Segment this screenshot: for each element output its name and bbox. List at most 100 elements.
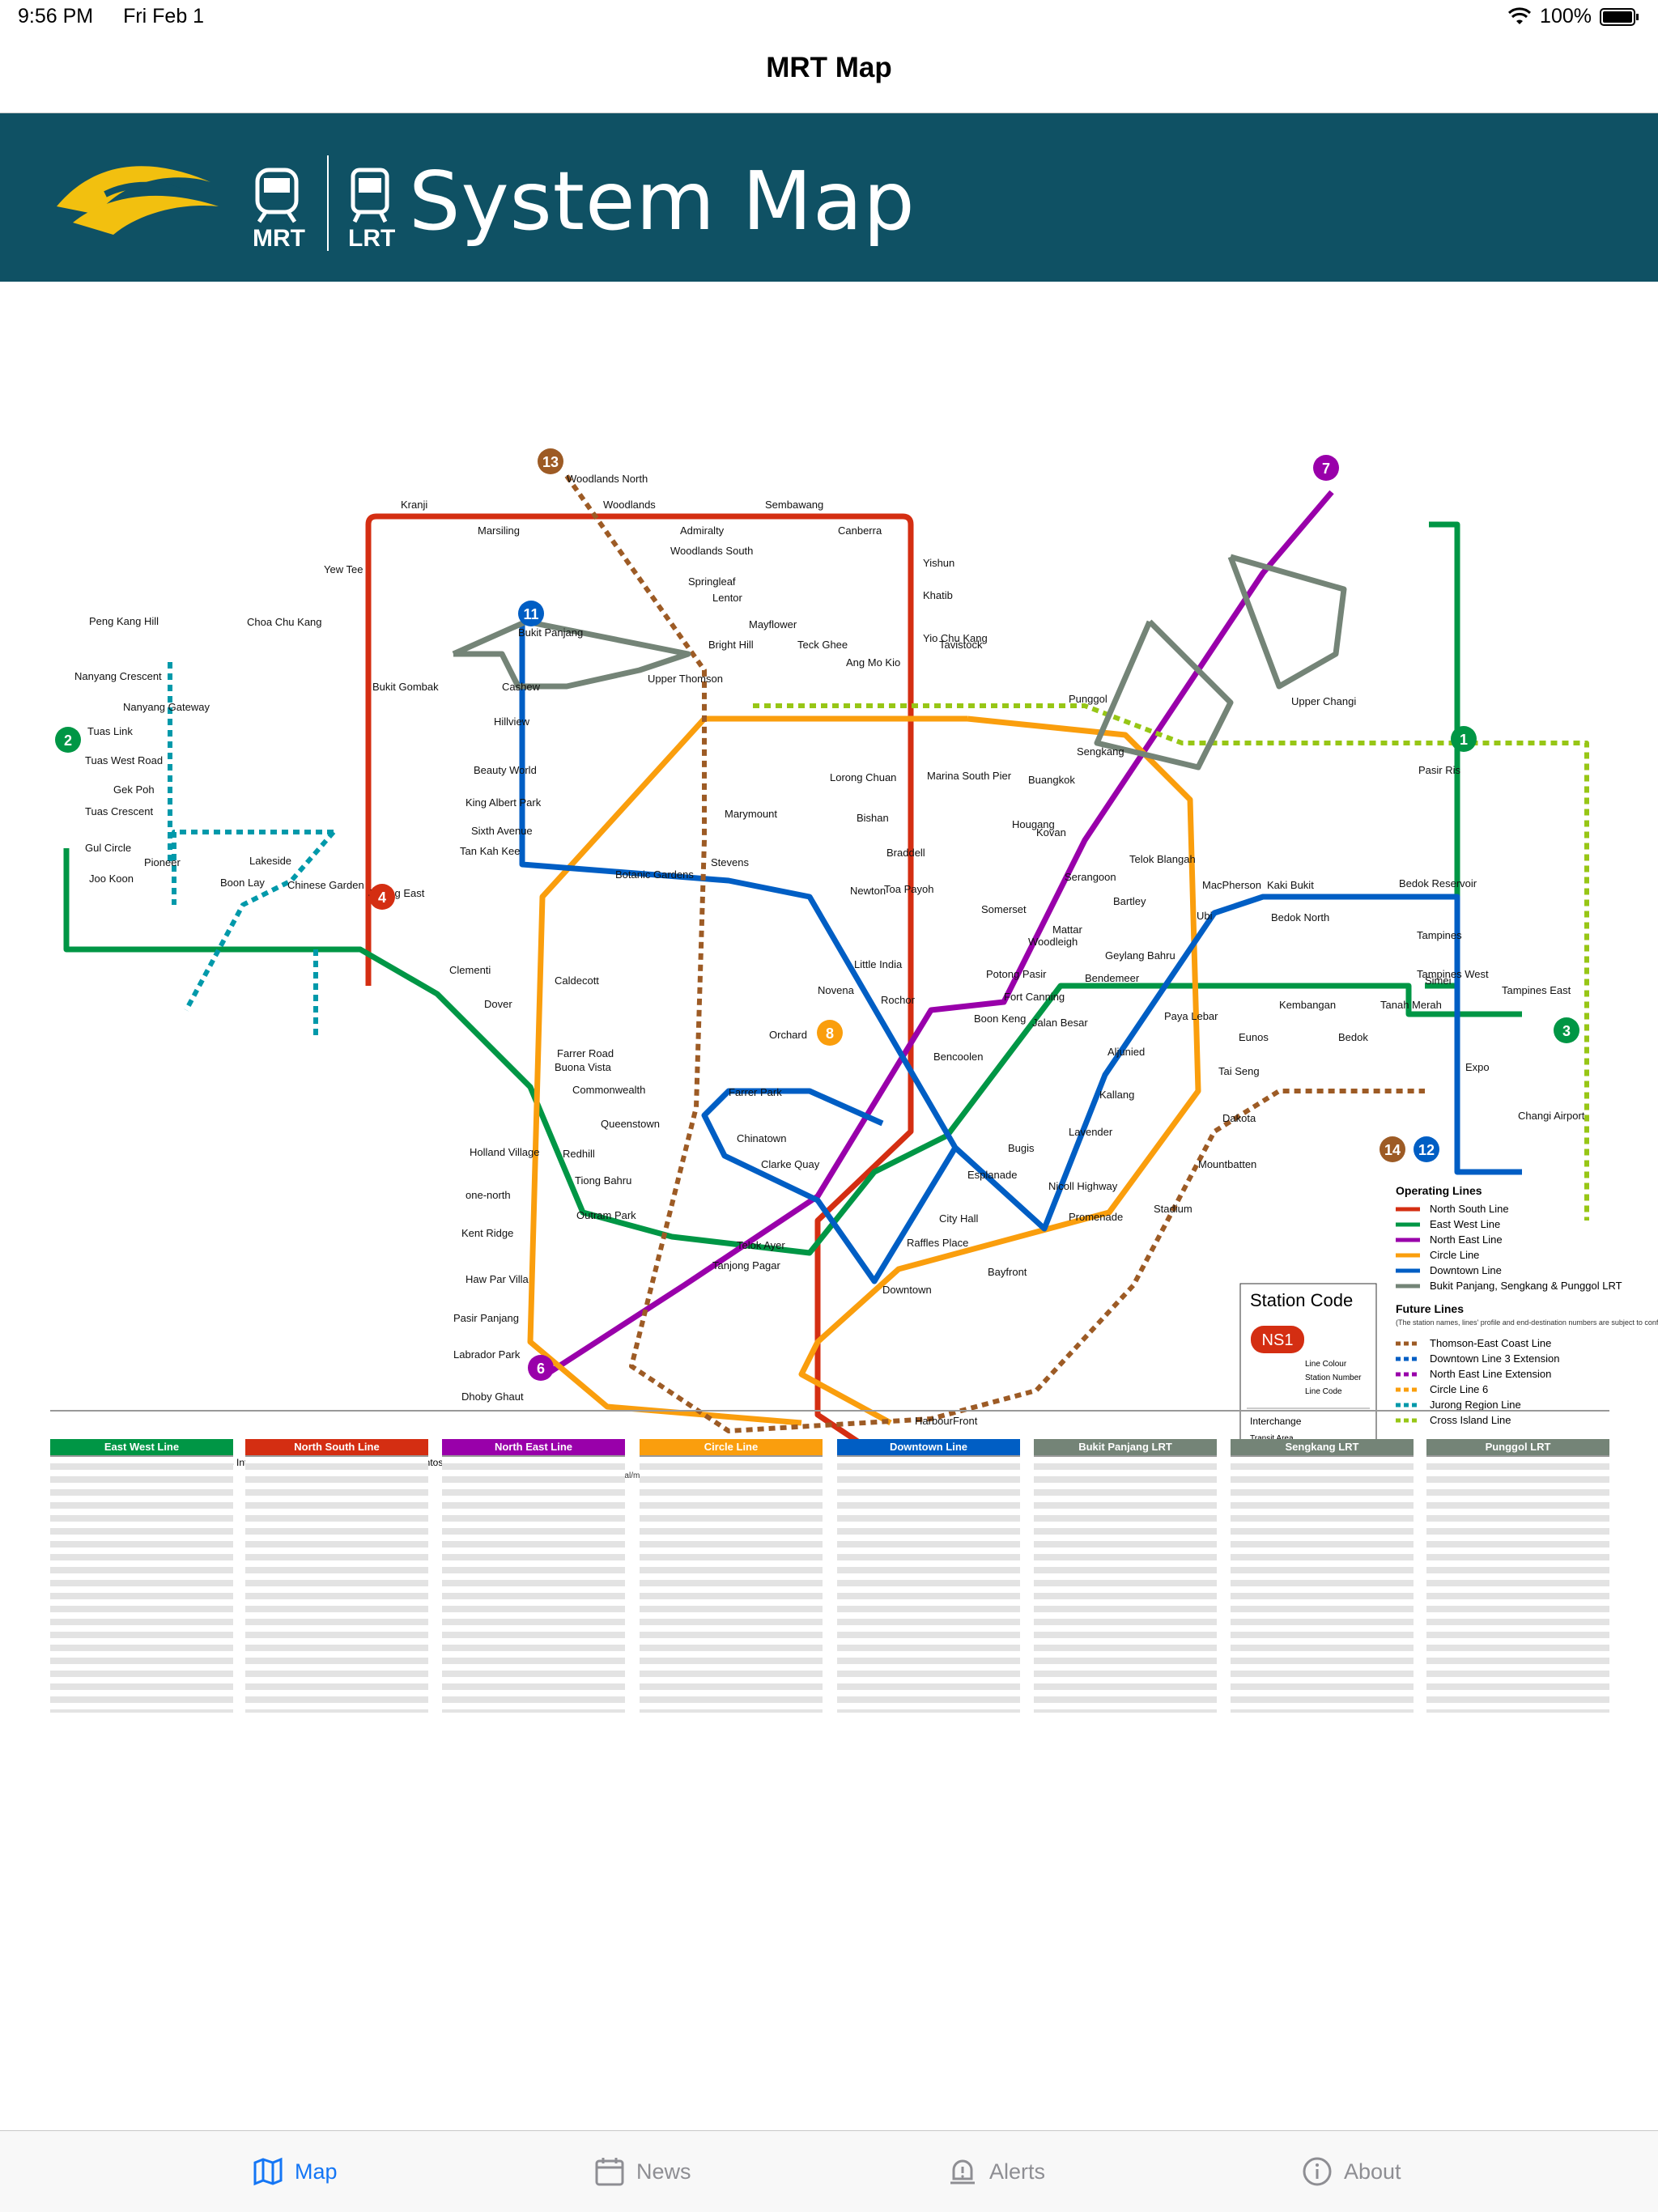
line-name: Jurong Region Line bbox=[1430, 1399, 1521, 1411]
line-path-ns-0 bbox=[365, 513, 941, 1498]
station-label: Tuas West Road bbox=[85, 754, 163, 766]
station-label: Woodlands South bbox=[670, 545, 753, 557]
info-icon bbox=[1303, 2157, 1332, 2186]
station-code-title: Station Code bbox=[1250, 1290, 1353, 1310]
station-label: Pasir Ris bbox=[1418, 764, 1461, 776]
line-roundel-number: 6 bbox=[537, 1361, 545, 1377]
station-label: Jalan Besar bbox=[1032, 1017, 1088, 1029]
lines-legend-title: Future Lines bbox=[1396, 1302, 1464, 1315]
station-label: Yew Tee bbox=[324, 563, 363, 575]
line-name: East West Line bbox=[1430, 1218, 1500, 1230]
station-label: Bendemeer bbox=[1085, 972, 1140, 984]
tab-map-label: Map bbox=[295, 2159, 338, 2184]
station-table: North East Line bbox=[442, 1439, 625, 1714]
station-label: Eunos bbox=[1239, 1031, 1269, 1043]
station-label: Botanic Gardens bbox=[615, 868, 694, 881]
station-label: Simei bbox=[1425, 974, 1452, 987]
station-label: Boon Lay bbox=[220, 877, 265, 889]
rail-network: Woodlands NorthKranjiMarsilingWoodlandsA… bbox=[53, 448, 1658, 1498]
line-roundel bbox=[538, 448, 563, 474]
station-label: Kembangan bbox=[1279, 999, 1336, 1011]
lrt-train-icon bbox=[351, 168, 389, 223]
station-label: Sembawang bbox=[765, 499, 823, 511]
line-roundel bbox=[1380, 1136, 1405, 1162]
line-roundel-number: 8 bbox=[826, 1025, 834, 1042]
line-roundel-number: 1 bbox=[1460, 732, 1468, 748]
station-table: Punggol LRT bbox=[1426, 1439, 1609, 1714]
station-label: Stevens bbox=[711, 856, 749, 868]
station-label: Dover bbox=[484, 998, 512, 1010]
status-time: 9:56 PM bbox=[18, 5, 94, 28]
station-table-rows bbox=[837, 1455, 1020, 1713]
line-roundel-number: 13 bbox=[542, 454, 559, 470]
page-title: MRT Map bbox=[766, 52, 892, 83]
station-label: Lentor bbox=[712, 592, 743, 604]
station-table-rows bbox=[50, 1455, 233, 1713]
station-label: Woodlands North bbox=[567, 473, 648, 485]
station-label: Serangoon bbox=[1065, 871, 1116, 883]
line-name: Downtown Line 3 Extension bbox=[1430, 1352, 1559, 1365]
station-label: Punggol bbox=[1069, 693, 1107, 705]
tab-alerts[interactable]: Alerts bbox=[947, 2147, 1045, 2196]
station-label: Peng Kang Hill bbox=[89, 615, 159, 627]
station-label: Bedok North bbox=[1271, 911, 1329, 923]
tab-about[interactable]: About bbox=[1302, 2147, 1401, 2196]
station-label: Bencoolen bbox=[933, 1051, 983, 1063]
station-table-header: North South Line bbox=[245, 1439, 428, 1455]
header-divider bbox=[327, 155, 329, 251]
station-label: Pasir Panjang bbox=[453, 1312, 519, 1324]
station-label: Sixth Avenue bbox=[471, 825, 533, 837]
station-label: Esplanade bbox=[967, 1169, 1017, 1181]
future-note: (The station names, lines' profile and e… bbox=[1396, 1318, 1658, 1327]
station-label: Mayflower bbox=[749, 618, 797, 630]
station-label: Chinese Garden bbox=[287, 879, 364, 891]
station-label: Boon Keng bbox=[974, 1013, 1026, 1025]
station-label: Bukit Panjang bbox=[518, 626, 583, 639]
station-table: Downtown Line bbox=[837, 1439, 1020, 1714]
lrt-label: LRT bbox=[348, 225, 396, 252]
station-label: Expo bbox=[1465, 1061, 1490, 1073]
line-roundel bbox=[1554, 1017, 1579, 1043]
station-label: Tanah Merah bbox=[1380, 999, 1442, 1011]
station-label: Mountbatten bbox=[1198, 1158, 1256, 1170]
line-roundel bbox=[1414, 1136, 1439, 1162]
tab-map[interactable]: Map bbox=[253, 2147, 338, 2196]
station-table-rows bbox=[1231, 1455, 1414, 1713]
station-label: Buangkok bbox=[1028, 774, 1075, 786]
line-path-cr-10 bbox=[753, 703, 1589, 1221]
status-left: 9:56 PM Fri Feb 1 bbox=[18, 5, 228, 28]
station-label: Newton bbox=[850, 885, 886, 897]
station-label: Upper Thomson bbox=[648, 673, 723, 685]
station-label: Springleaf bbox=[688, 575, 736, 588]
station-label: Tiong Bahru bbox=[575, 1174, 631, 1187]
tab-news[interactable]: News bbox=[594, 2147, 691, 2196]
station-label: Marsiling bbox=[478, 524, 520, 537]
station-label: Potong Pasir bbox=[986, 968, 1047, 980]
station-label: Buona Vista bbox=[555, 1061, 612, 1073]
station-label: Kallang bbox=[1099, 1089, 1134, 1101]
station-label: Changi Airport bbox=[1518, 1110, 1585, 1122]
line-roundel bbox=[1451, 726, 1477, 752]
alert-icon bbox=[950, 2159, 975, 2184]
battery-percent: 100% bbox=[1540, 5, 1592, 28]
station-table-rows bbox=[442, 1455, 625, 1713]
singapore-logo-icon bbox=[57, 166, 219, 235]
station-label: Chinatown bbox=[737, 1132, 786, 1144]
station-code-badge bbox=[1251, 1326, 1304, 1353]
station-label: Dhoby Ghaut bbox=[461, 1390, 524, 1403]
mrt-label: MRT bbox=[253, 225, 305, 252]
station-table-rows bbox=[245, 1455, 428, 1713]
station-table-rows bbox=[1426, 1455, 1609, 1713]
station-label: Gek Poh bbox=[113, 783, 155, 796]
line-name: Thomson-East Coast Line bbox=[1430, 1337, 1551, 1349]
line-roundel-number: 3 bbox=[1562, 1023, 1571, 1039]
station-label: Paya Lebar bbox=[1164, 1010, 1218, 1022]
station-label: Marymount bbox=[725, 808, 777, 820]
line-roundel bbox=[1313, 455, 1339, 481]
station-label: Nicoll Highway bbox=[1048, 1180, 1118, 1192]
station-label: Labrador Park bbox=[453, 1348, 521, 1361]
station-label: Ang Mo Kio bbox=[846, 656, 900, 669]
station-table: Circle Line bbox=[640, 1439, 823, 1714]
station-label: HarbourFront bbox=[915, 1415, 978, 1427]
